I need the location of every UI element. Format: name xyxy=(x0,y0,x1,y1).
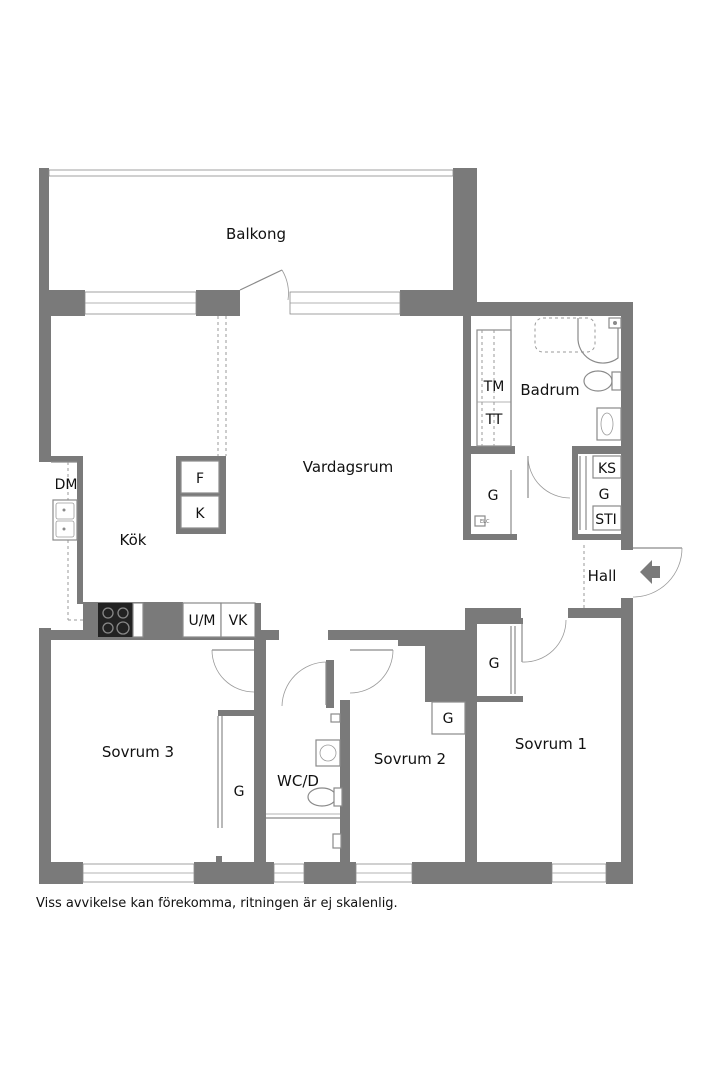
label-g-sovrum3: G xyxy=(234,784,245,800)
label-ks: KS xyxy=(598,461,616,477)
label-g-hall: G xyxy=(599,487,610,503)
interior-walls xyxy=(39,302,628,862)
label-f: F xyxy=(196,471,204,487)
entrance-arrow-icon xyxy=(640,560,660,584)
label-sovrum3: Sovrum 3 xyxy=(102,743,174,761)
label-vk: VK xyxy=(229,613,249,629)
label-elc: ELC xyxy=(480,519,490,525)
label-um: U/M xyxy=(188,613,215,629)
label-tm: TM xyxy=(483,379,505,395)
label-g-badrum-closet: G xyxy=(488,488,499,504)
label-g-sovrum1: G xyxy=(489,656,500,672)
label-wcd: WC/D xyxy=(277,772,319,790)
disclaimer-text: Viss avvikelse kan förekomma, ritningen … xyxy=(36,896,398,911)
closets xyxy=(216,455,622,862)
doors xyxy=(211,269,683,707)
fixture-labels: DM F K U/M VK TM TT KS G STI G G G G ELC xyxy=(55,379,617,800)
label-sovrum1: Sovrum 1 xyxy=(515,735,587,753)
outer-walls xyxy=(39,168,633,884)
wc-fixtures xyxy=(266,713,343,849)
kitchen-fixtures xyxy=(51,316,261,638)
label-vardagsrum: Vardagsrum xyxy=(303,458,394,476)
room-labels: Balkong Vardagsrum Kök Badrum Hall Sovru… xyxy=(102,225,617,790)
label-k: K xyxy=(195,506,205,522)
label-dm: DM xyxy=(55,477,78,493)
label-g-sovrum2: G xyxy=(443,711,454,727)
label-tt: TT xyxy=(485,412,503,428)
label-hall: Hall xyxy=(588,567,617,585)
label-kok: Kök xyxy=(120,531,147,549)
label-badrum: Badrum xyxy=(520,381,579,399)
bathroom-fixtures xyxy=(476,316,622,447)
label-sovrum2: Sovrum 2 xyxy=(374,750,446,768)
label-sti: STI xyxy=(595,512,617,528)
label-balkong: Balkong xyxy=(226,225,286,243)
